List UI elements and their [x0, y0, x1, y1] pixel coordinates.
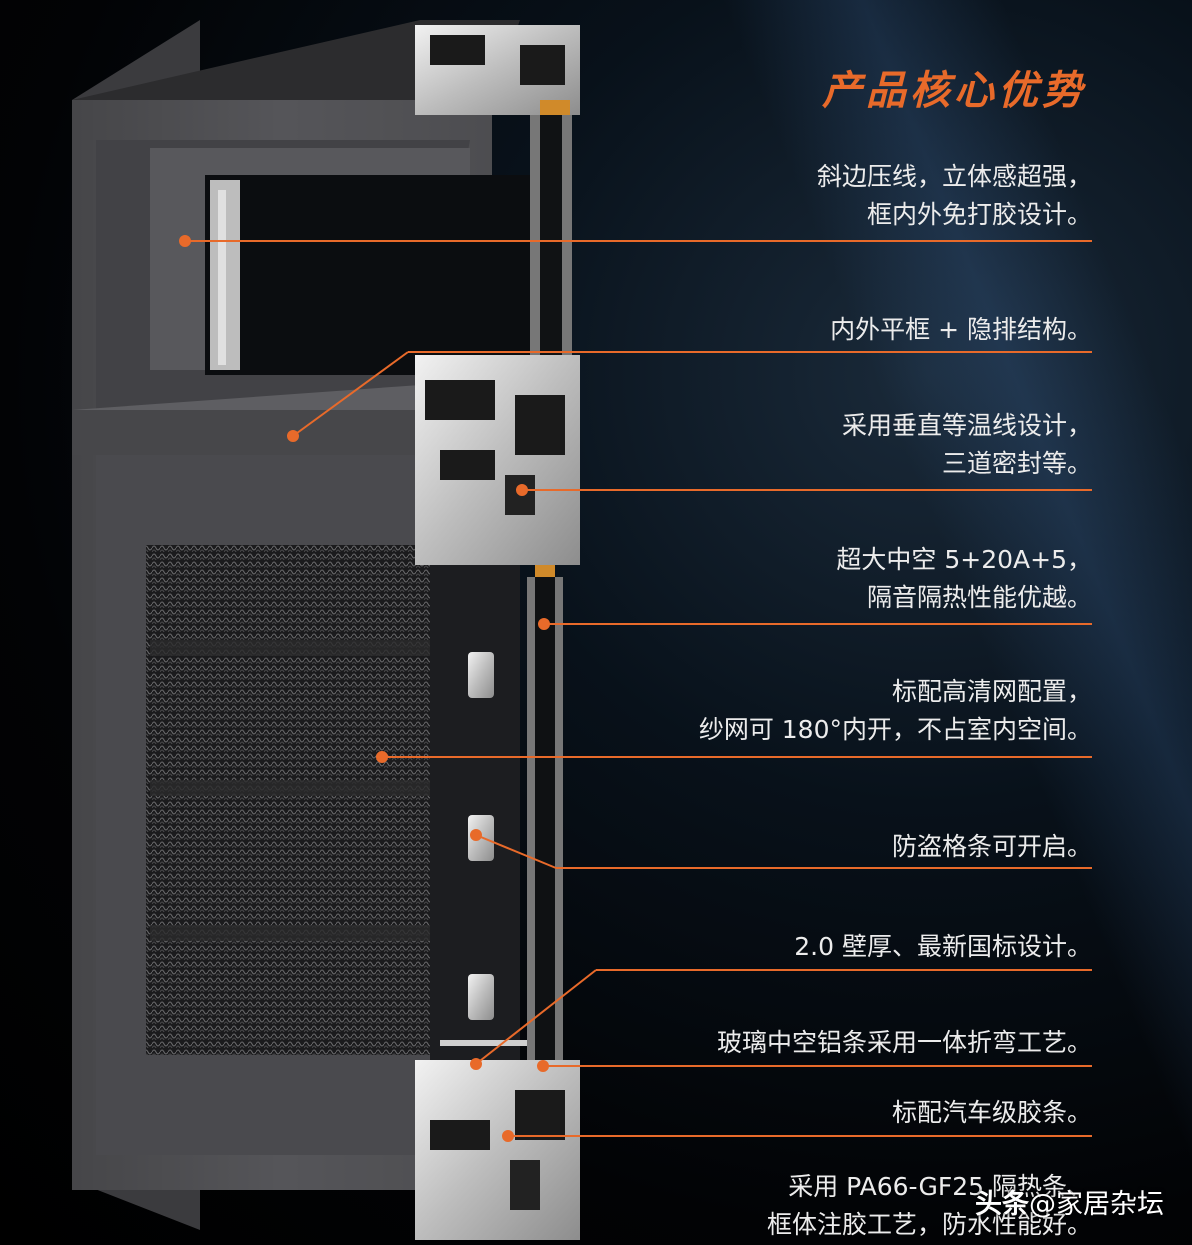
lower-sash [96, 455, 530, 1155]
feature-spacer-bending: 玻璃中空铝条采用一体折弯工艺。 [717, 1024, 1092, 1062]
feature-line: 纱网可 180°内开，不占室内空间。 [698, 715, 1092, 744]
section-title: 产品核心优势 [822, 68, 1086, 114]
watermark-handle: @家居杂坛 [1029, 1189, 1164, 1220]
feature-line: 三道密封等。 [941, 449, 1092, 478]
feature-thermal-break: 采用 PA66-GF25 隔热条、 框体注胶工艺，防水性能好。 [767, 1168, 1092, 1244]
feature-hd-screen: 标配高清网配置， 纱网可 180°内开，不占室内空间。 [699, 673, 1092, 749]
callout-lines [179, 235, 1092, 1142]
feature-line: 内外平框 + 隐排结构。 [830, 315, 1092, 344]
feature-line: 采用 PA66-GF25 隔热条、 [788, 1172, 1092, 1201]
feature-security-bars: 防盗格条可开启。 [892, 828, 1092, 866]
watermark-brand: 头条 [975, 1189, 1029, 1220]
feature-line: 2.0 壁厚、最新国标设计。 [794, 932, 1092, 961]
feature-line: 超大中空 5+20A+5， [836, 545, 1092, 574]
watermark: 头条@家居杂坛 [975, 1182, 1164, 1221]
feature-line: 标配高清网配置， [891, 677, 1092, 706]
feature-line: 框内外免打胶设计。 [866, 200, 1092, 229]
feature-line: 防盗格条可开启。 [891, 832, 1092, 861]
feature-hollow-glass: 超大中空 5+20A+5， 隔音隔热性能优越。 [836, 541, 1092, 617]
feature-line: 斜边压线，立体感超强， [816, 162, 1092, 191]
feature-line: 隔音隔热性能优越。 [866, 583, 1092, 612]
feature-auto-gasket: 标配汽车级胶条。 [892, 1094, 1092, 1132]
feature-isotherm: 采用垂直等温线设计， 三道密封等。 [842, 407, 1092, 483]
upper-glass-panel [96, 140, 535, 410]
feature-line: 采用垂直等温线设计， [841, 411, 1092, 440]
feature-line: 框体注胶工艺，防水性能好。 [766, 1210, 1092, 1239]
aluminum-profile-section [415, 25, 580, 1240]
feature-bevel-bead: 斜边压线，立体感超强， 框内外免打胶设计。 [817, 158, 1092, 234]
feature-wall-thickness: 2.0 壁厚、最新国标设计。 [794, 928, 1092, 966]
feature-line: 标配汽车级胶条。 [891, 1098, 1092, 1127]
feature-flat-frame: 内外平框 + 隐排结构。 [830, 311, 1092, 349]
insect-screen-mesh [146, 545, 436, 1055]
feature-line: 玻璃中空铝条采用一体折弯工艺。 [716, 1028, 1092, 1057]
